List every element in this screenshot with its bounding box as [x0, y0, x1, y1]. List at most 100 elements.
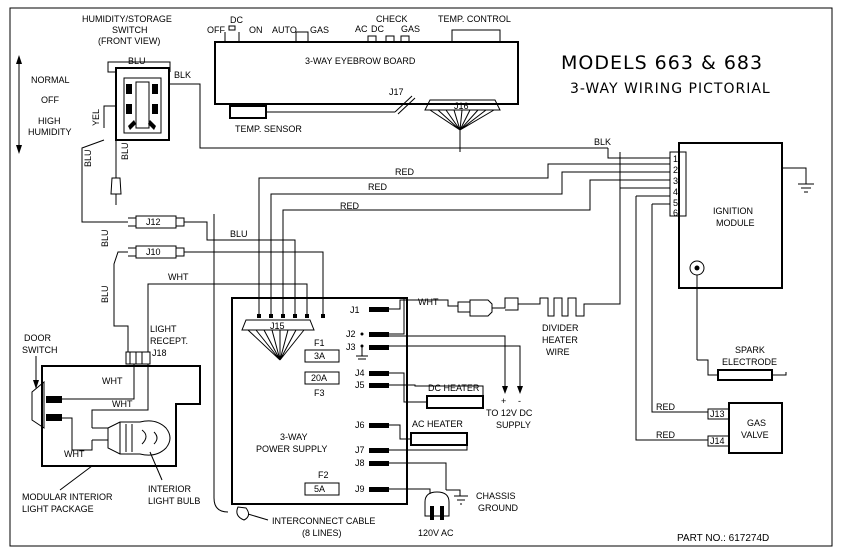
switch-high-label: HIGH [38, 116, 61, 126]
humidity-switch-title-3: (FRONT VIEW) [98, 36, 160, 46]
j10-label: J10 [146, 247, 161, 257]
ac-120-label: 120V AC [418, 528, 454, 538]
j10-connector: J10 [113, 245, 324, 352]
wire-blu-switch-right: BLU [120, 142, 130, 160]
interconnect-lines: (8 LINES) [302, 528, 342, 538]
terminal-j5: J5 [355, 380, 365, 390]
chassis-ground-label-2: GROUND [478, 503, 518, 513]
gas-valve-label-1: GAS [747, 418, 766, 428]
humidity-switch-title-1: HUMIDITY/STORAGE [82, 14, 172, 24]
eyebrow-check-label: CHECK [376, 14, 408, 24]
switch-normal-label: NORMAL [31, 75, 70, 85]
humidity-switch: HUMIDITY/STORAGE SWITCH (FRONT VIEW) NOR… [16, 14, 172, 154]
gas-valve-label-2: VALVE [741, 430, 769, 440]
ignition-pin-4: 4 [673, 187, 678, 197]
wire-red-2: RED [368, 182, 388, 192]
eyebrow-temp-control-label: TEMP. CONTROL [438, 14, 511, 24]
j12-connector: J12 [128, 215, 296, 318]
dc-supply-label-1: TO 12V DC [486, 408, 533, 418]
ignition-module: 1 2 3 4 5 6 IGNITION MODULE [669, 142, 814, 360]
interior-light-bulb [107, 420, 171, 456]
eyebrow-board: 3-WAY EYEBROW BOARD OFF DC ON AUTO GAS C… [207, 14, 519, 152]
ignition-module-label-2: MODULE [716, 218, 755, 228]
light-recept-label-2: RECEPT. [150, 336, 188, 346]
wire-wht-light-3: WHT [64, 449, 85, 459]
f1-rating: 3A [314, 351, 325, 361]
light-package-label-1: MODULAR INTERIOR [22, 492, 113, 502]
eyebrow-board-label: 3-WAY EYEBROW BOARD [305, 56, 416, 66]
f1-label: F1 [314, 338, 325, 348]
terminal-j8: J8 [355, 458, 365, 468]
dc-supply-minus: - [518, 396, 521, 406]
eyebrow-check-dc-label: DC [371, 24, 384, 34]
spark-electrode-label-2: ELECTRODE [722, 357, 777, 367]
j15-label: J15 [270, 321, 285, 331]
ignition-pin-5: 5 [673, 198, 678, 208]
chassis-ground-label-1: CHASSIS [476, 491, 516, 501]
j16-label: J16 [454, 101, 469, 111]
diagram-subtitle: 3-WAY WIRING PICTORIAL [570, 81, 771, 97]
terminal-j3: J3 [346, 342, 356, 352]
eyebrow-check-gas-label: GAS [401, 24, 420, 34]
ignition-pin-1: 1 [673, 154, 678, 164]
wire-red-j14: RED [656, 430, 676, 440]
terminal-j2: J2 [346, 329, 356, 339]
j12-label: J12 [146, 217, 161, 227]
wire-blk-right: BLK [594, 137, 611, 147]
switch-off-label: OFF [41, 95, 59, 105]
wire-blu-top: BLU [128, 56, 146, 66]
spark-electrode: SPARK ELECTRODE [697, 345, 787, 381]
wire-wht-j1: WHT [418, 297, 439, 307]
eyebrow-auto-label: AUTO [272, 25, 297, 35]
wire-wht-light-1: WHT [102, 376, 123, 386]
door-switch-label-2: SWITCH [22, 345, 58, 355]
gas-valve: GAS VALVE J13 J14 [707, 402, 783, 454]
interconnect-label: INTERCONNECT CABLE [272, 516, 375, 526]
ignition-module-label-1: IGNITION [713, 206, 753, 216]
light-package: LIGHT RECEPT. J18 DOOR SWITCH WHT WHT WH… [22, 324, 201, 514]
divider-heater-label-2: HEATER [542, 335, 578, 345]
j15-pins [257, 314, 325, 318]
light-package-label-2: LIGHT PACKAGE [22, 504, 94, 514]
light-recept-label-1: LIGHT [150, 324, 177, 334]
light-recept-label-3: J18 [152, 348, 167, 358]
j17-label: J17 [389, 87, 404, 97]
dc-heater-label: DC HEATER [428, 383, 480, 393]
diagram-title: MODELS 663 & 683 [561, 52, 763, 74]
f3-rating: 20A [311, 373, 327, 383]
switch-humidity-label: HUMIDITY [28, 127, 72, 137]
terminal-j4: J4 [355, 368, 365, 378]
eyebrow-off-label: OFF [207, 25, 225, 35]
wire-blk-switch: BLK [174, 70, 191, 80]
ignition-pin-2: 2 [673, 165, 678, 175]
wire-blu-j10-side: BLU [100, 229, 110, 247]
divider-heater-label-1: DIVIDER [542, 323, 579, 333]
dc-supply-label-2: SUPPLY [496, 420, 531, 430]
terminal-j1: J1 [350, 305, 360, 315]
spark-electrode-label-1: SPARK [735, 345, 765, 355]
blu-inline-connector [110, 177, 122, 205]
wire-red-3: RED [340, 201, 360, 211]
power-supply-label-2: POWER SUPPLY [256, 444, 327, 454]
ac-plug: 120V AC CHASSIS GROUND [389, 462, 518, 538]
wire-red-j13: RED [656, 402, 676, 412]
j15-connector [241, 319, 315, 331]
j13-label: J13 [710, 409, 725, 419]
eyebrow-on-label: ON [249, 25, 263, 35]
humidity-switch-title-2: SWITCH [112, 25, 148, 35]
ac-heater-label: AC HEATER [412, 419, 463, 429]
power-supply: J15 F1 3A 20A F3 3-WAY POWER SUPPLY F2 5… [231, 297, 408, 505]
wire-wht-light-2: WHT [112, 399, 133, 409]
ac-heater: AC HEATER [389, 419, 468, 451]
part-number: PART NO.: 617274D [677, 533, 769, 544]
j16-connector [424, 99, 501, 111]
terminal-j6: J6 [355, 420, 365, 430]
f2-rating: 5A [314, 484, 325, 494]
wire-red-1: RED [395, 167, 415, 177]
terminal-j7: J7 [355, 445, 365, 455]
ignition-pin-6: 6 [673, 208, 678, 218]
eyebrow-check-ac-label: AC [355, 24, 368, 34]
divider-heater-label-3: WIRE [546, 347, 570, 357]
wire-blu-lower: BLU [100, 285, 110, 303]
